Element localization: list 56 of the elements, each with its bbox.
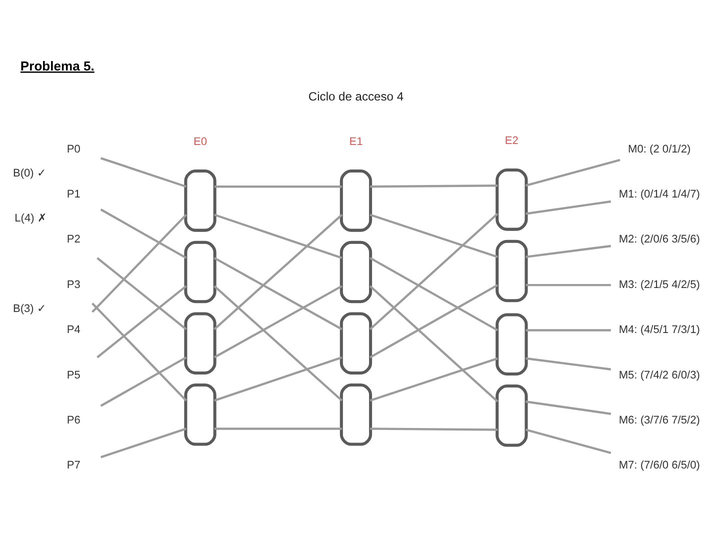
connector [369,212,498,330]
node-text: M5: (7/4/2 6/0/3) [618,368,700,381]
connector [525,428,612,454]
connector [526,400,612,414]
connector [214,213,342,258]
connector [526,283,611,286]
node-label: B(0) ✓ [13,166,46,179]
connector [214,356,342,402]
diagram-title: Problema 5. [20,58,94,73]
connector [370,427,498,430]
connector [525,158,620,186]
node-text: M2: (2/0/6 3/5/6) [618,233,700,246]
connector [526,200,612,214]
connector [100,156,187,188]
node-text: M6: (3/7/6 7/5/2) [618,414,700,426]
node-text: P6 [66,414,80,426]
node-text: M4: (4/5/1 7/3/1) [618,324,700,336]
node-text: M3: (2/1/5 4/2/5) [618,278,700,290]
connector [526,244,612,258]
connector [92,213,187,312]
connector [214,185,342,188]
connector [370,256,498,331]
node-text: M1: (0/1/4 1/4/7) [618,188,700,200]
connector [92,302,187,401]
node-text: P2 [66,233,80,246]
connector [214,427,342,430]
node-text: P0 [66,142,80,155]
connector [526,356,612,370]
connector [214,284,342,358]
connector [370,284,498,358]
label: E1 [349,136,363,148]
label: Ciclo de acceso 4 [308,88,404,103]
node-text: M0: (2 0/1/2) [628,142,691,155]
connector [370,213,498,258]
node-text: P3 [66,278,80,290]
connector [96,284,187,358]
label: E2 [504,134,518,147]
node-text: P7 [66,459,80,472]
node-text: P1 [66,188,80,200]
connector [100,208,187,258]
connector [369,284,498,402]
connector [100,427,187,458]
node-text: P4 [66,324,80,336]
connector [370,356,498,402]
connector [100,356,187,406]
node-label: B(3) ✓ [13,302,46,314]
label: E0 [194,136,208,148]
connector [214,284,343,401]
node-label: L(4) ✗ [14,212,46,224]
node-text: M7: (7/6/0 6/5/0) [618,459,700,472]
connector [214,213,343,330]
node-text: P5 [66,368,80,381]
connector [370,184,498,188]
connector [526,328,611,331]
connector [96,256,187,330]
connector [214,256,342,330]
